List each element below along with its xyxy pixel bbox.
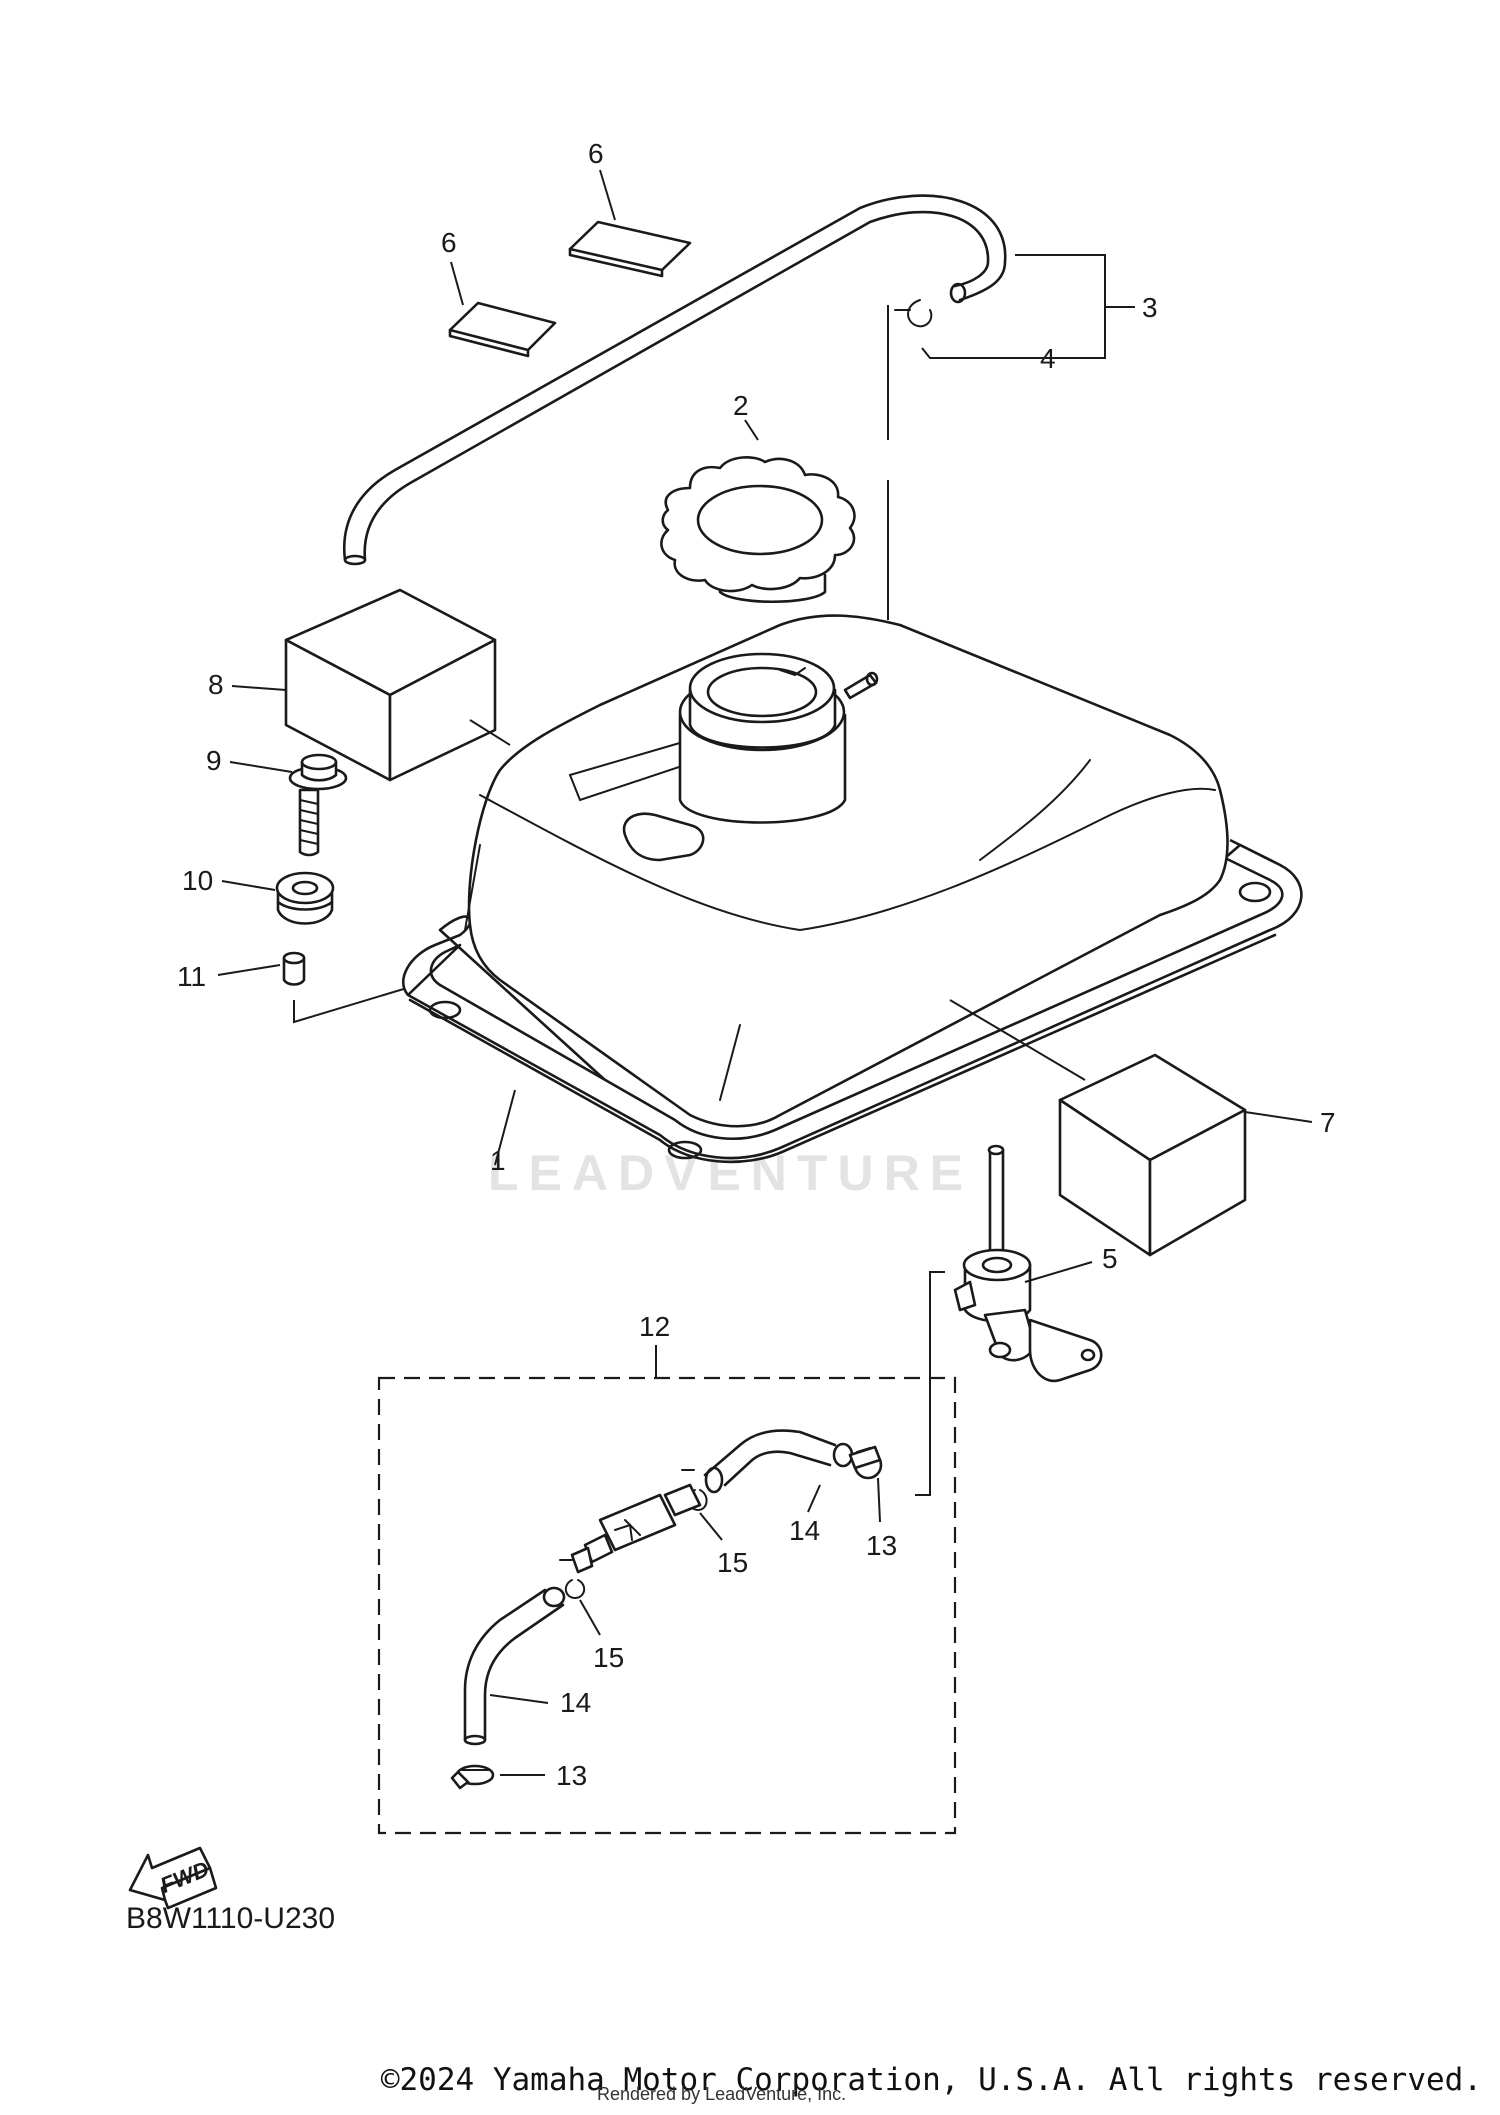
callout-4: 4 xyxy=(1040,343,1056,374)
collar xyxy=(282,951,306,986)
callout-5: 5 xyxy=(1102,1243,1118,1274)
rubber-grommet xyxy=(275,871,335,925)
callout-11: 11 xyxy=(177,961,206,992)
callout-3: 3 xyxy=(1142,292,1158,323)
callout-8: 8 xyxy=(208,669,224,700)
callout-12: 12 xyxy=(639,1311,670,1342)
fuel-filter xyxy=(570,1483,702,1574)
fuel-cap xyxy=(660,456,856,603)
label-sticker xyxy=(448,301,557,352)
callout-15: 15 xyxy=(717,1547,748,1578)
fuel-filter-kit-boundary xyxy=(377,1376,957,1835)
cushion-pad xyxy=(284,588,497,782)
hose-clamp xyxy=(450,1764,495,1790)
rendered-by-notice: Rendered by LeadVenture, Inc. xyxy=(597,2084,847,2104)
callout-leaders xyxy=(217,169,1313,1776)
mounting-bolt xyxy=(288,753,348,857)
callout-1: 1 xyxy=(490,1145,506,1176)
callout-7: 7 xyxy=(1320,1107,1336,1138)
label-sticker xyxy=(568,220,692,272)
callout-6: 6 xyxy=(441,227,457,258)
hose-clip xyxy=(894,299,933,328)
callout-10: 10 xyxy=(182,865,213,896)
fwd-arrow-icon: FWD xyxy=(128,1846,218,1910)
callout-13: 13 xyxy=(866,1530,897,1561)
callout-2: 2 xyxy=(733,390,749,421)
callout-15: 15 xyxy=(593,1642,624,1673)
cushion-pad xyxy=(1058,1053,1247,1257)
fuel-tank xyxy=(401,614,1303,1164)
hose-clip xyxy=(559,1559,586,1600)
diagram-code: B8W1110-U230 xyxy=(126,1902,336,1935)
fuel-cock xyxy=(953,1144,1103,1383)
callout-14: 14 xyxy=(789,1515,820,1546)
callout-9: 9 xyxy=(206,745,222,776)
callout-6: 6 xyxy=(588,138,604,169)
copyright-notice: ©2024 Yamaha Motor Corporation, U.S.A. A… xyxy=(380,2062,1482,2098)
hose-clamp xyxy=(848,1445,883,1480)
fuel-hose xyxy=(703,1429,854,1494)
callout-13: 13 xyxy=(556,1760,587,1791)
vent-hose xyxy=(342,194,1007,566)
fuel-hose xyxy=(463,1586,566,1746)
callout-14: 14 xyxy=(560,1687,591,1718)
